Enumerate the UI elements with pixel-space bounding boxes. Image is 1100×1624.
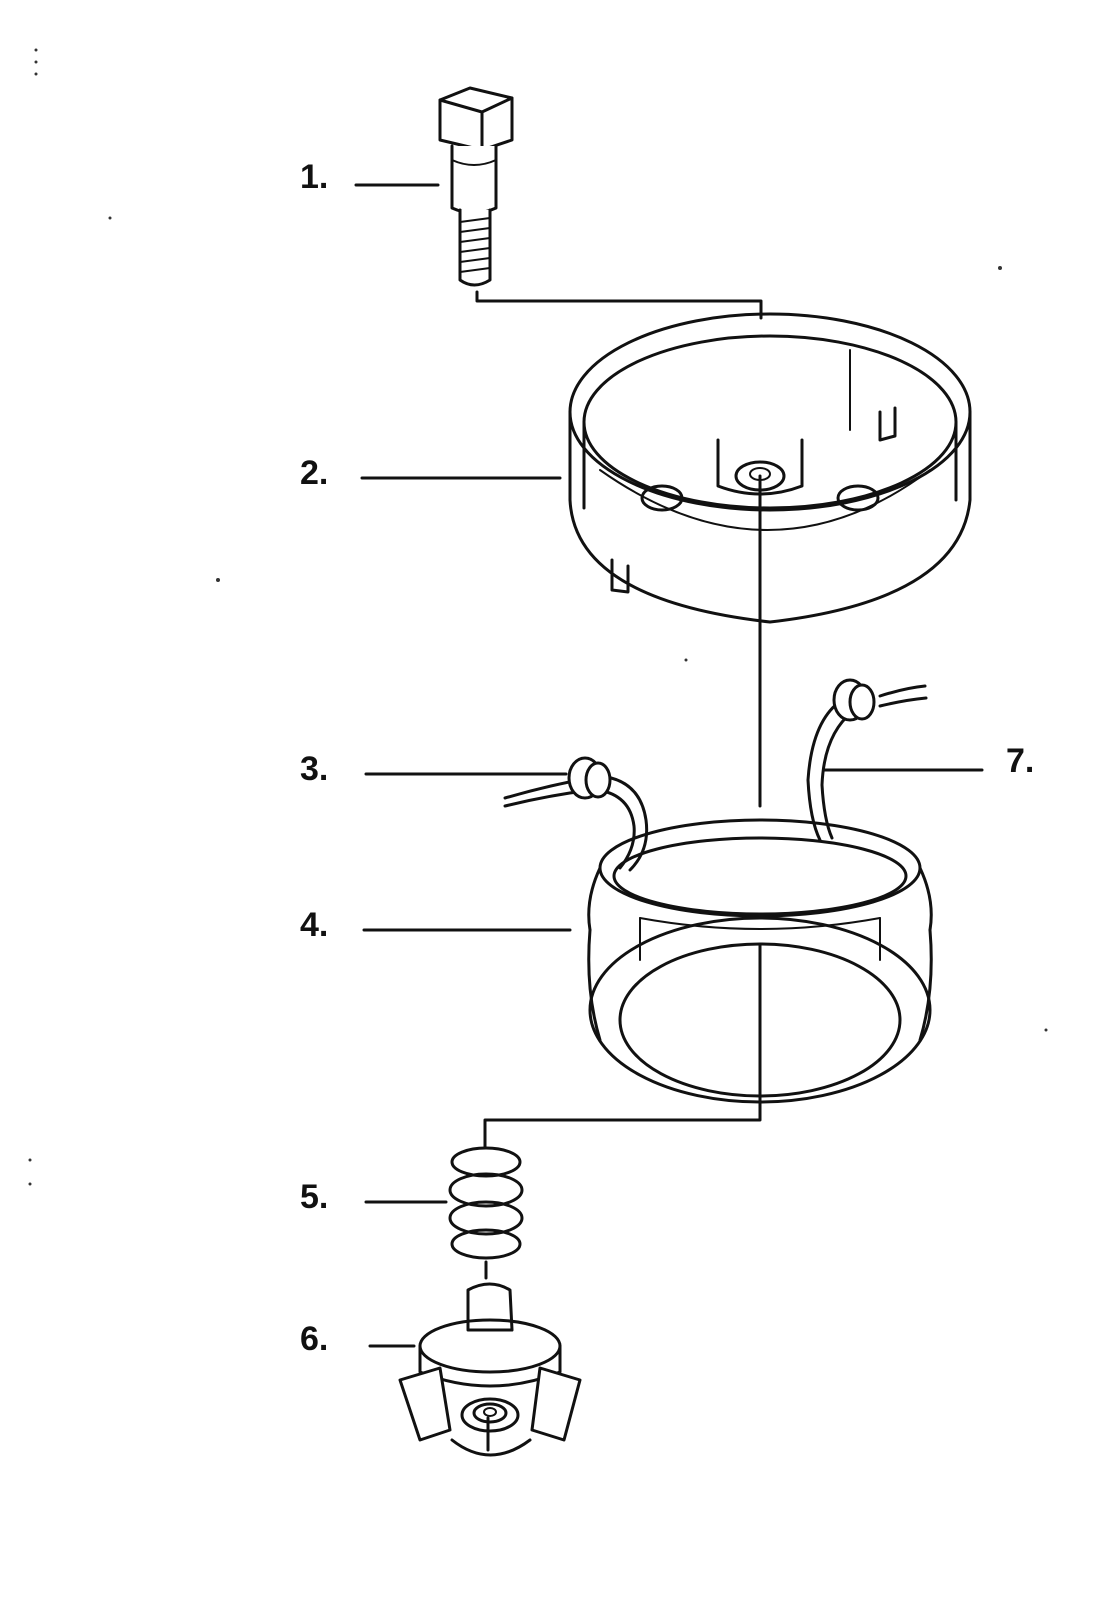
callout-2: 2.: [300, 454, 329, 492]
spring-part: [448, 1146, 524, 1260]
bolt-part: [438, 86, 514, 287]
callout-3: 3.: [300, 750, 329, 788]
housing-cup-part: [568, 312, 972, 624]
callout-6: 6.: [300, 1320, 329, 1358]
wire-left-part: [503, 756, 649, 872]
knob-part: [398, 1282, 582, 1457]
scan-specks: [28, 48, 1048, 1186]
callout-7: 7.: [1006, 742, 1035, 780]
assembly-line-3: [483, 943, 762, 1150]
assembly-line-1: [475, 290, 763, 320]
callout-4: 4.: [300, 906, 329, 944]
callout-5: 5.: [300, 1178, 329, 1216]
wire-right-part: [806, 678, 928, 842]
callout-1: 1.: [300, 158, 329, 196]
